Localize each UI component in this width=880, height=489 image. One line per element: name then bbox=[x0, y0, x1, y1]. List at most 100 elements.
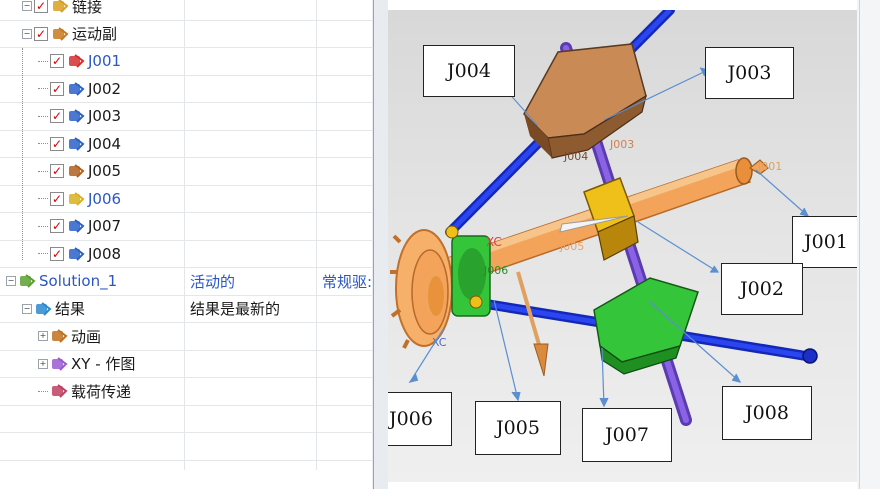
tree-row[interactable]: ✓ J004 bbox=[0, 131, 372, 158]
tree-row[interactable]: 载荷传递 bbox=[0, 378, 372, 406]
tree-cell-driver bbox=[322, 351, 372, 378]
viewport-right-edge bbox=[857, 0, 880, 489]
tree-cell-status bbox=[190, 323, 314, 350]
visibility-checkbox[interactable]: ✓ bbox=[50, 136, 64, 151]
tree-row[interactable]: ✓ J006 bbox=[0, 186, 372, 213]
callout-j005: J005 bbox=[475, 401, 561, 455]
tree-row-empty bbox=[0, 406, 372, 433]
slider-joint-icon bbox=[69, 164, 85, 178]
tree-row[interactable]: ✓ J002 bbox=[0, 76, 372, 103]
tree-cell-name: ✓J001 bbox=[0, 48, 184, 75]
solution-icon bbox=[20, 274, 36, 288]
callout-j006: J006 bbox=[388, 392, 452, 446]
tree-cell-status bbox=[190, 433, 314, 460]
tree-cell-driver bbox=[322, 406, 372, 433]
tree-cell-driver bbox=[322, 241, 372, 268]
tree-connector bbox=[38, 170, 48, 172]
collapse-icon[interactable]: − bbox=[22, 28, 32, 39]
visibility-checkbox[interactable]: ✓ bbox=[50, 191, 64, 206]
tree-cell-driver bbox=[322, 48, 372, 75]
graphics-viewport[interactable]: XC XC J001 J003 J004 J005 J006 J004 J003… bbox=[388, 10, 857, 482]
visibility-checkbox[interactable]: ✓ bbox=[34, 26, 48, 41]
tree-cell-name: ✓ J005 bbox=[0, 158, 184, 185]
visibility-checkbox[interactable]: ✓ bbox=[50, 246, 64, 261]
motion-navigator: −✓链接−✓运动副✓J001✓J002✓J003✓J004✓J005✓J006✓… bbox=[0, 0, 372, 489]
visibility-checkbox[interactable]: ✓ bbox=[50, 54, 64, 69]
column-divider bbox=[184, 0, 185, 470]
j004-ghost-label: J004 bbox=[563, 150, 588, 163]
collapse-icon[interactable]: − bbox=[22, 303, 32, 314]
revolute-joint-icon bbox=[69, 109, 85, 123]
visibility-checkbox[interactable]: ✓ bbox=[50, 81, 64, 96]
tree-cell-name: 载荷传递 bbox=[0, 378, 184, 405]
tree-cell-driver: 常规驱: bbox=[322, 272, 372, 291]
tree-cell-status bbox=[190, 213, 314, 240]
tree-connector bbox=[38, 60, 48, 62]
cylindrical-joint-icon bbox=[69, 191, 85, 206]
visibility-checkbox[interactable]: ✓ bbox=[50, 109, 64, 124]
tree-connector bbox=[38, 253, 48, 255]
visibility-checkbox[interactable]: ✓ bbox=[34, 0, 48, 14]
visibility-checkbox[interactable]: ✓ bbox=[50, 164, 64, 179]
tree-row[interactable]: ✓J001 bbox=[0, 48, 372, 76]
tree-cell-status bbox=[190, 103, 314, 130]
tree-item-label: 结果 bbox=[55, 300, 86, 319]
tree-row[interactable]: −✓ 链接 bbox=[0, 0, 372, 21]
j005-ghost-label: J005 bbox=[559, 240, 584, 253]
tree-cell-status bbox=[190, 76, 314, 103]
revolute-joint-icon bbox=[69, 219, 85, 233]
tree-connector-vertical bbox=[22, 48, 23, 260]
tree-cell-status bbox=[190, 406, 314, 433]
tree-item-label: J002 bbox=[88, 79, 122, 98]
tree-cell-name: ✓J008 bbox=[0, 241, 184, 268]
gear-disk bbox=[390, 229, 453, 349]
collapse-icon[interactable]: − bbox=[6, 276, 16, 287]
tree-connector bbox=[38, 115, 48, 117]
tree-row-empty bbox=[0, 433, 372, 461]
visibility-checkbox[interactable]: ✓ bbox=[50, 219, 64, 234]
results-icon bbox=[36, 301, 52, 316]
animation-icon bbox=[52, 329, 68, 343]
tree-cell-driver bbox=[322, 76, 372, 103]
tree-item-label: J003 bbox=[88, 107, 122, 126]
tree-item-label: 链接 bbox=[72, 0, 103, 16]
column-divider bbox=[316, 0, 317, 470]
tree-row[interactable]: −✓ 运动副 bbox=[0, 21, 372, 48]
callout-j007: J007 bbox=[582, 408, 672, 462]
tree-cell-name: ✓ J004 bbox=[0, 131, 184, 158]
splitter-line bbox=[373, 0, 374, 489]
tree-cell-driver bbox=[322, 378, 372, 405]
tree-cell-status bbox=[190, 131, 314, 158]
tree-row[interactable]: ✓J007 bbox=[0, 213, 372, 241]
tree-cell-status bbox=[190, 158, 314, 185]
expand-icon[interactable]: + bbox=[38, 358, 48, 369]
collapse-icon[interactable]: − bbox=[22, 1, 32, 12]
tree-cell-name: +XY - 作图 bbox=[0, 351, 184, 378]
expand-icon[interactable]: + bbox=[38, 331, 48, 342]
tree-row[interactable]: ✓J008 bbox=[0, 241, 372, 268]
pane-splitter[interactable] bbox=[372, 0, 388, 489]
tree-connector bbox=[38, 88, 48, 90]
tree-item-label: 运动副 bbox=[72, 25, 118, 44]
tree-row[interactable]: +XY - 作图 bbox=[0, 351, 372, 378]
j001-ghost-label: J001 bbox=[757, 160, 782, 173]
tree-item-label: J006 bbox=[88, 189, 122, 208]
revolute-joint-icon bbox=[69, 136, 85, 151]
tree-row[interactable]: ✓ J003 bbox=[0, 103, 372, 131]
tree-connector bbox=[38, 143, 48, 145]
tree-row[interactable]: −结果结果是最新的 bbox=[0, 296, 372, 323]
tree-cell-name: ✓ J006 bbox=[0, 186, 184, 213]
tree-cell-status bbox=[190, 241, 314, 268]
tree-row[interactable]: + 动画 bbox=[0, 323, 372, 351]
tree-cell-driver bbox=[322, 158, 372, 185]
joint-group-icon bbox=[53, 26, 69, 41]
fixed-joint-icon bbox=[69, 54, 85, 68]
tree-row[interactable]: ✓ J005 bbox=[0, 158, 372, 186]
tree-item-label: J004 bbox=[88, 134, 122, 153]
tree-item-label: 动画 bbox=[71, 327, 102, 346]
callout-j002: J002 bbox=[721, 263, 803, 315]
tree-cell-driver bbox=[322, 296, 372, 323]
tree-item-label: J005 bbox=[88, 162, 122, 181]
tree-cell-driver bbox=[322, 131, 372, 158]
